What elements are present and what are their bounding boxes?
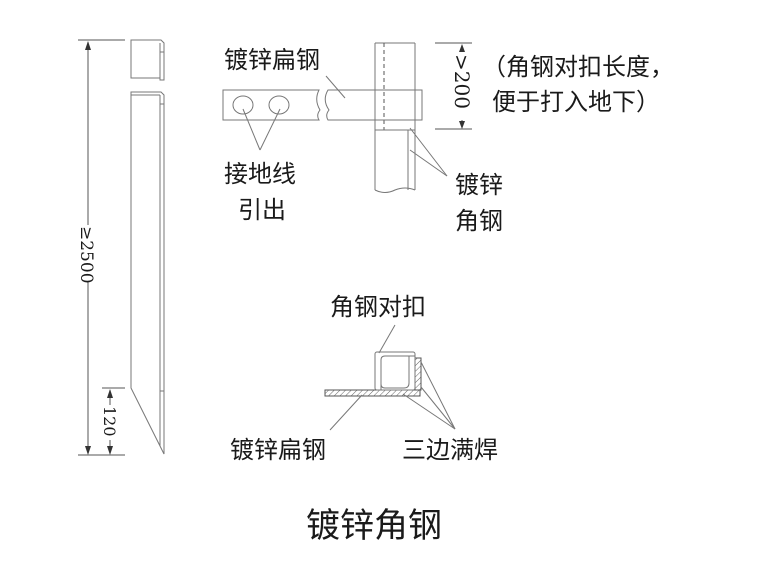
arrow-up-icon <box>459 44 465 52</box>
stake-elevation: ≥2500 120 <box>76 39 165 456</box>
arrow-up-icon <box>107 389 113 398</box>
section-detail: 角钢对扣 三边满焊 镀锌扁钢 <box>230 293 498 464</box>
angle-inner-b <box>380 356 410 389</box>
flat-steel-bar-left <box>222 89 321 121</box>
leader-ground-wire <box>242 108 261 151</box>
ground-wire-label-line2: 引出 <box>238 196 286 224</box>
bolt-hole <box>268 95 290 115</box>
angle-inner-a <box>380 355 415 390</box>
leader-weld <box>420 361 456 430</box>
angle-steel-label-line1: 镀锌 <box>455 171 503 199</box>
arrow-down-icon <box>107 446 113 455</box>
leader-flat-steel-section <box>329 394 363 431</box>
stake-main-segment <box>130 91 165 455</box>
angle-steel-label-line2: 角钢 <box>455 207 503 235</box>
dim-total-label: ≥2500 <box>76 226 96 284</box>
leader-weld <box>420 386 456 430</box>
angle-pair-label: 角钢对扣 <box>330 293 426 321</box>
flat-steel-label-top: 镀锌扁钢 <box>224 46 320 74</box>
stake-top-segment <box>130 39 165 81</box>
arrow-down-icon <box>85 446 91 455</box>
bolt-hole <box>232 95 254 115</box>
connection-elevation: 镀锌扁钢 接地线 引出 镀锌 角钢 >200 （角钢对扣长 <box>222 42 674 235</box>
flat-steel-label-section: 镀锌扁钢 <box>230 436 326 464</box>
leader-angle-steel <box>409 149 448 177</box>
leader-flat-steel <box>325 75 346 99</box>
arrow-up-icon <box>85 41 91 50</box>
dim-tip-label: 120 <box>100 406 119 437</box>
note-line1: （角钢对扣长度， <box>482 53 674 81</box>
leader-weld <box>402 393 456 430</box>
leader-angle-pair <box>378 324 396 354</box>
flat-steel-bar-right <box>324 89 423 121</box>
angle-pair-outer <box>374 351 416 391</box>
arrow-down-icon <box>459 121 465 129</box>
drawing-title: 镀锌角钢 <box>306 506 442 546</box>
angle-steel-break <box>374 187 416 193</box>
leader-angle-steel <box>409 127 448 177</box>
flat-steel-section <box>324 389 421 397</box>
weld-label: 三边满焊 <box>402 436 498 464</box>
weld-seam <box>414 357 422 391</box>
dim-overlap-label: >200 <box>450 54 474 109</box>
note-line2: 便于打入地下） <box>492 88 660 116</box>
leader-ground-wire <box>259 108 281 151</box>
ground-wire-label-line1: 接地线 <box>224 160 296 188</box>
